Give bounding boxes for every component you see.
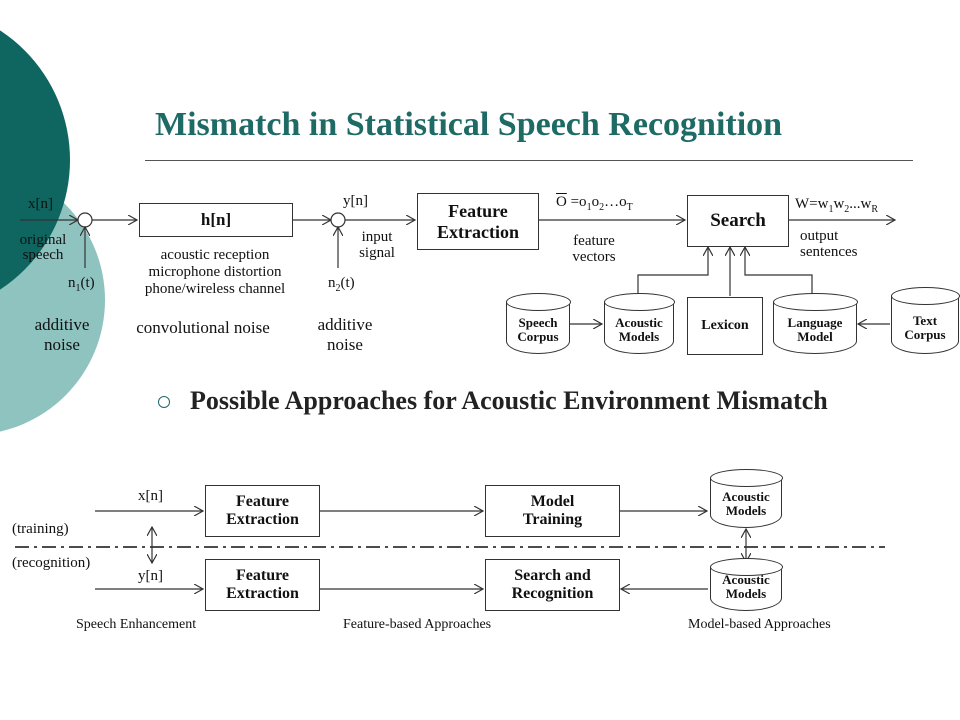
original-speech-label: original speech	[19, 232, 67, 263]
adder-circle-1	[77, 212, 93, 228]
training-xn-label: x[n]	[138, 488, 163, 504]
model-based-caption: Model-based Approaches	[688, 617, 831, 632]
additive-noise-1-label: additive noise	[34, 315, 90, 354]
signal-yn-label: y[n]	[343, 193, 368, 209]
output-sentences-label: output sentences	[800, 228, 858, 260]
additive-noise-2-label: additive noise	[317, 315, 373, 354]
noise-n1-label: n1(t)	[68, 275, 95, 294]
search-block: Search	[687, 195, 789, 247]
input-xn-label: x[n]	[28, 196, 53, 212]
channel-hn-block: h[n]	[139, 203, 293, 237]
recognition-label: (recognition)	[12, 555, 91, 571]
feature-vectors-label: feature vectors	[572, 233, 616, 265]
recognition-yn-label: y[n]	[138, 568, 163, 584]
lexicon-block: Lexicon	[687, 297, 763, 355]
deco-circle-dark	[0, 30, 70, 290]
observation-sequence-label: O =o1o2…oT	[556, 194, 633, 213]
approaches-bullet: Possible Approaches for Acoustic Environ…	[190, 386, 828, 415]
word-sequence-label: W=w1w2...wR	[795, 196, 879, 215]
feature-based-caption: Feature-based Approaches	[343, 617, 492, 632]
channel-description: acoustic reception microphone distortion…	[144, 247, 286, 297]
slide-title: Mismatch in Statistical Speech Recogniti…	[155, 106, 783, 143]
input-signal-label: input signal	[359, 229, 395, 261]
speech-enhancement-caption: Speech Enhancement	[76, 617, 197, 632]
convolutional-noise-label: convolutional noise	[136, 318, 270, 337]
training-label: (training)	[12, 521, 69, 537]
title-underline	[145, 160, 913, 161]
adder-circle-2	[330, 212, 346, 228]
hollow-circle-bullet-icon	[158, 396, 170, 408]
noise-n2-label: n2(t)	[328, 275, 355, 294]
